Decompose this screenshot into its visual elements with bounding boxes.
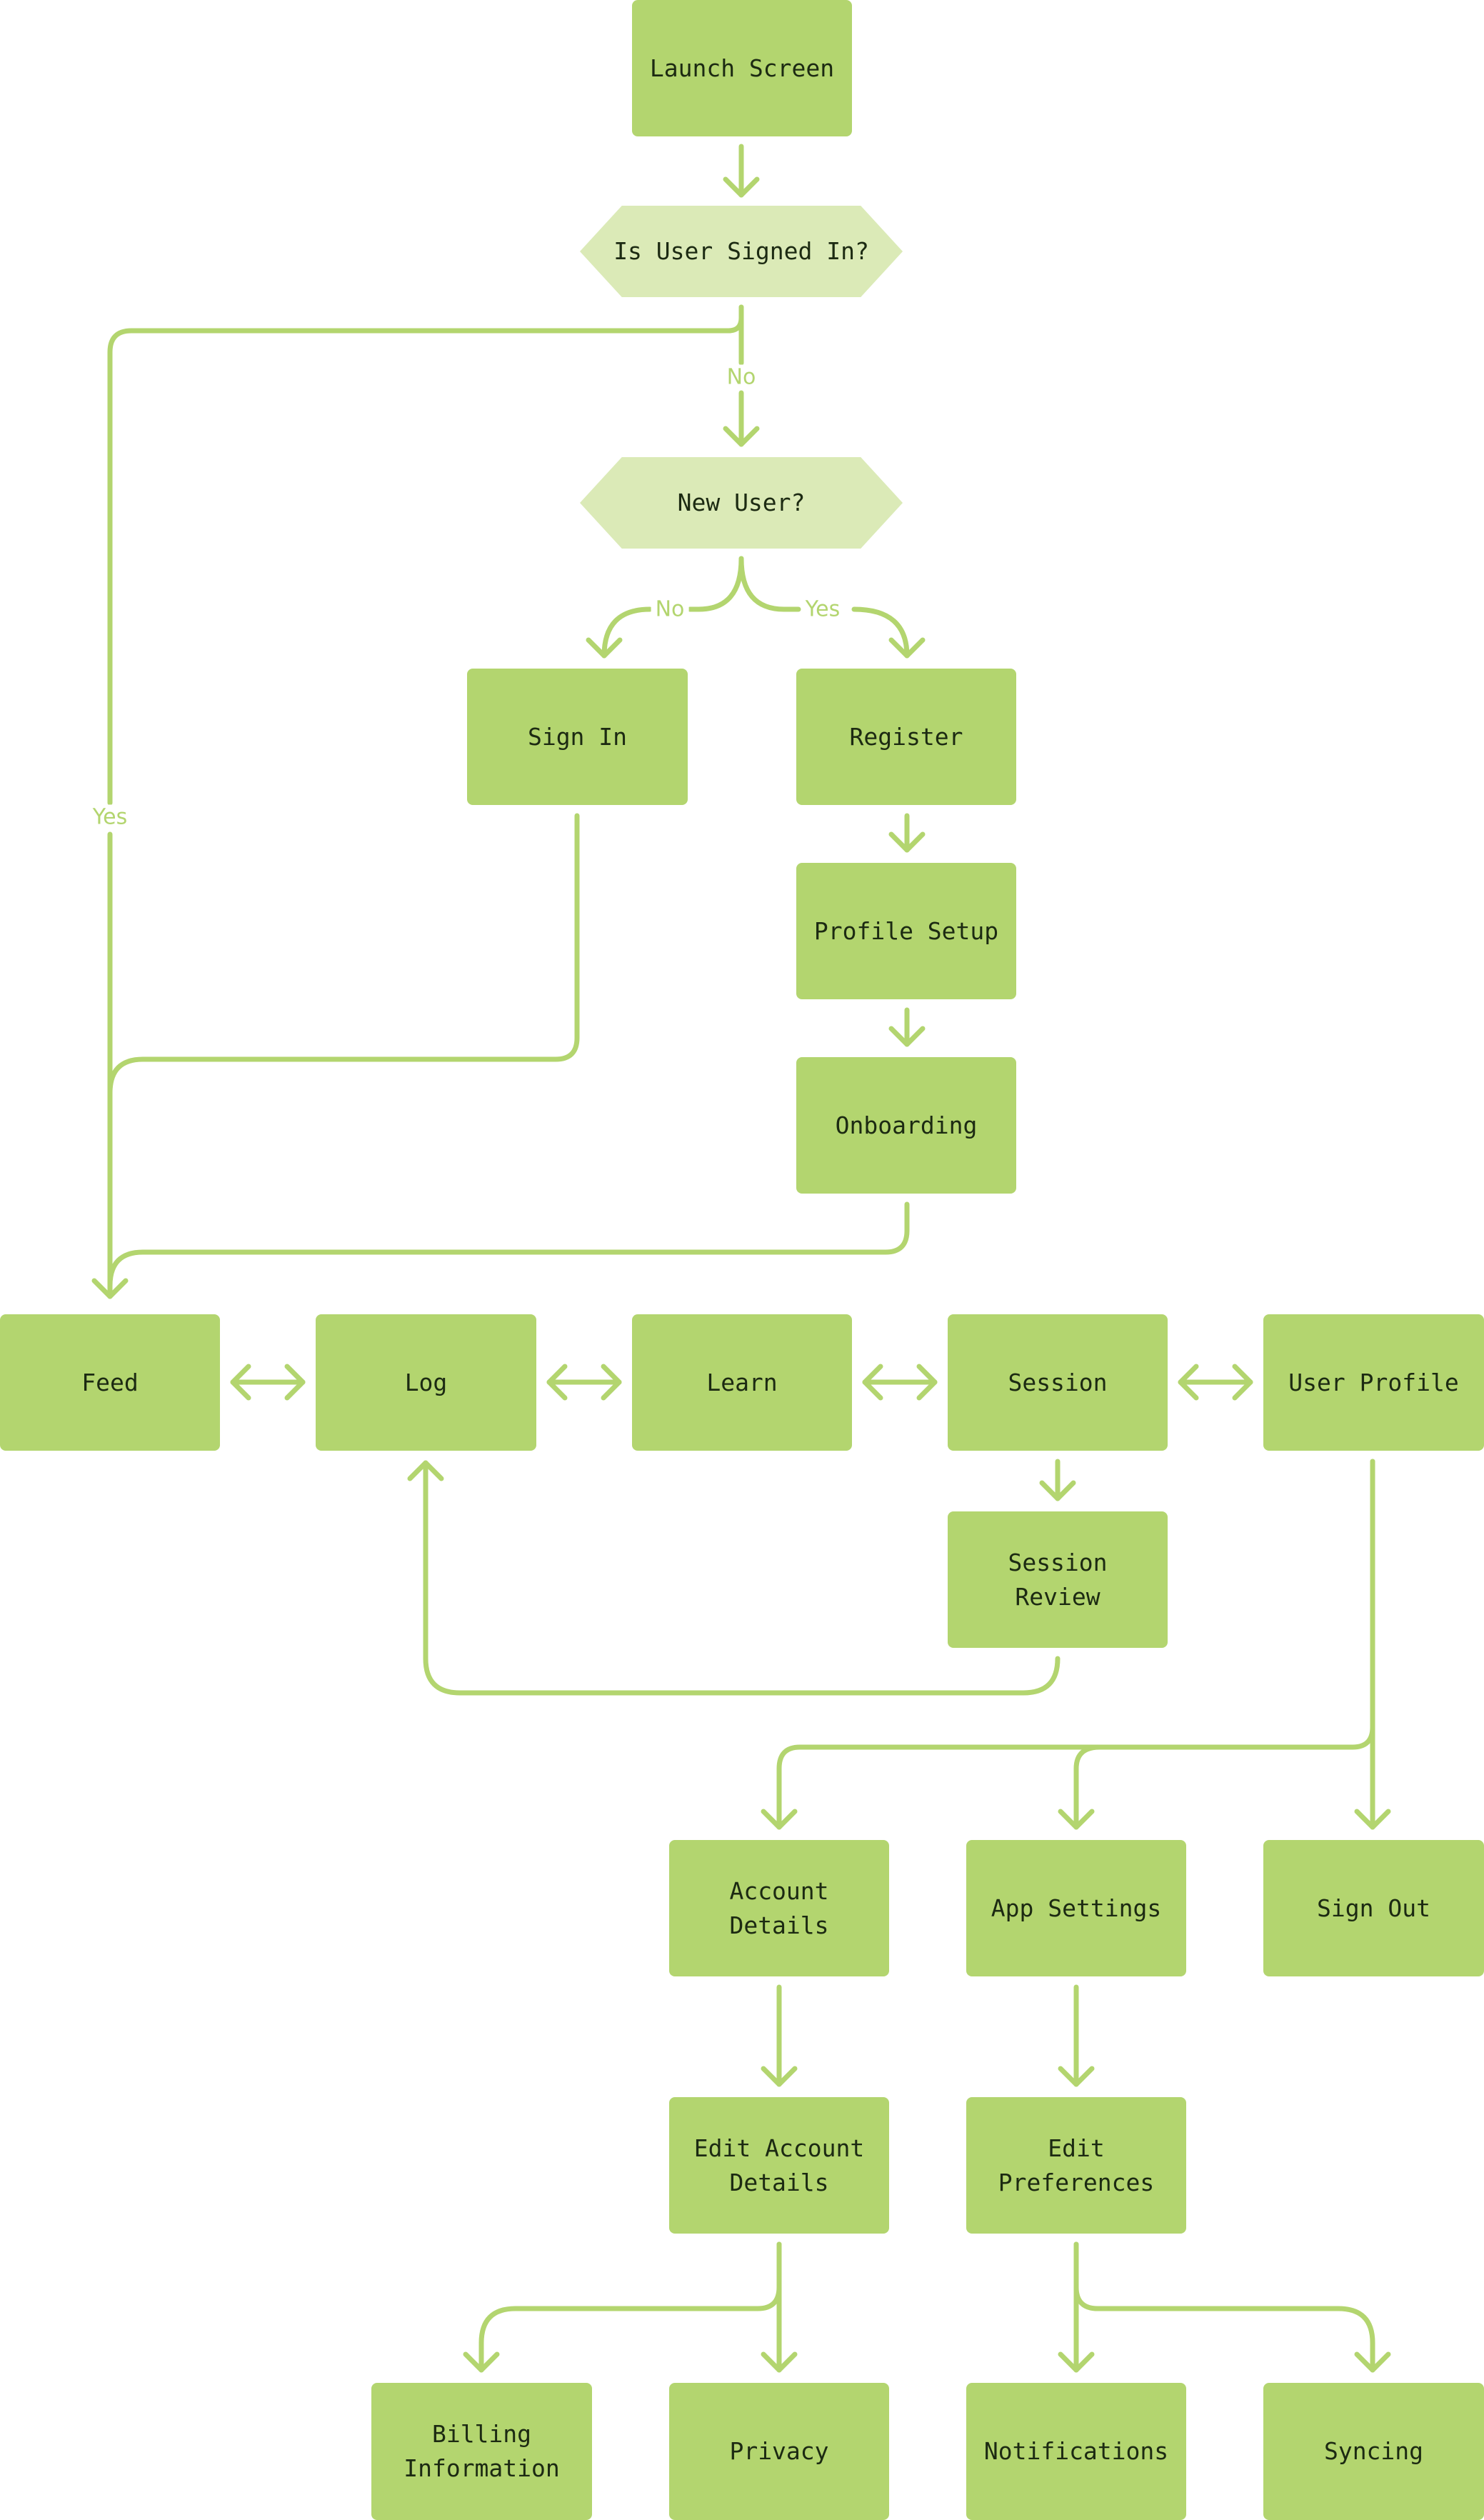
edge-prefs-to-syncing-head bbox=[1354, 2351, 1391, 2373]
decision-new-user[interactable]: New User? bbox=[580, 457, 903, 549]
edge-newuser-no-head bbox=[586, 637, 623, 659]
edge-feed-log-head-right bbox=[284, 1364, 306, 1401]
edge-account-to-edit-head bbox=[761, 2066, 798, 2087]
edge-appsettings-to-prefs-head bbox=[1058, 2066, 1095, 2087]
node-launch-screen[interactable]: Launch Screen bbox=[632, 0, 852, 136]
node-notifications[interactable]: Notifications bbox=[966, 2383, 1186, 2520]
node-privacy[interactable]: Privacy bbox=[669, 2383, 889, 2520]
edge-register-to-profile-head bbox=[888, 831, 926, 853]
edge-newuser-no-b bbox=[601, 606, 653, 659]
node-syncing[interactable]: Syncing bbox=[1263, 2383, 1484, 2520]
edge-profile-to-appsettings-head bbox=[1058, 1809, 1095, 1830]
edge-learn-session-head-right bbox=[916, 1364, 938, 1401]
node-profile-setup[interactable]: Profile Setup bbox=[796, 863, 1016, 999]
edge-editaccount-to-billing-head bbox=[463, 2351, 500, 2373]
edge-profile-to-onboarding-head bbox=[888, 1026, 926, 1047]
edge-signedin-yes-upper bbox=[107, 304, 744, 806]
edge-prefs-to-syncing bbox=[1073, 2241, 1375, 2373]
edge-log-learn-head-left bbox=[546, 1364, 568, 1401]
edge-editaccount-to-privacy-head bbox=[761, 2351, 798, 2373]
node-session[interactable]: Session bbox=[948, 1314, 1168, 1451]
node-billing-information[interactable]: Billing Information bbox=[371, 2383, 592, 2520]
edge-profile-to-appsettings bbox=[1073, 1744, 1103, 1830]
node-onboarding[interactable]: Onboarding bbox=[796, 1057, 1016, 1194]
edge-signin-to-feed bbox=[107, 813, 580, 1096]
edge-newuser-no-a bbox=[687, 556, 744, 612]
edge-newuser-yes-head bbox=[888, 637, 926, 659]
edge-onboarding-to-feed bbox=[107, 1201, 910, 1289]
edge-newuser-yes-a bbox=[738, 556, 801, 612]
node-session-review[interactable]: Session Review bbox=[948, 1511, 1168, 1648]
edge-label-new-user-yes: Yes bbox=[801, 596, 845, 622]
node-register[interactable]: Register bbox=[796, 669, 1016, 805]
edge-session-profile-head-right bbox=[1232, 1364, 1253, 1401]
edge-label-signed-in-no: No bbox=[722, 364, 761, 390]
node-app-settings[interactable]: App Settings bbox=[966, 1840, 1186, 1976]
edge-newuser-yes-b bbox=[851, 606, 910, 659]
node-edit-account-details[interactable]: Edit Account Details bbox=[669, 2097, 889, 2234]
node-user-profile[interactable]: User Profile bbox=[1263, 1314, 1484, 1451]
node-learn[interactable]: Learn bbox=[632, 1314, 852, 1451]
node-log[interactable]: Log bbox=[316, 1314, 536, 1451]
node-sign-out[interactable]: Sign Out bbox=[1263, 1840, 1484, 1976]
edge-profile-to-account bbox=[776, 1459, 1375, 1830]
edge-log-learn-head-right bbox=[601, 1364, 622, 1401]
edge-profile-to-signout-head bbox=[1354, 1809, 1391, 1830]
edge-session-profile-head-left bbox=[1178, 1364, 1199, 1401]
decision-is-user-signed-in[interactable]: Is User Signed In? bbox=[580, 206, 903, 297]
node-edit-preferences[interactable]: Edit Preferences bbox=[966, 2097, 1186, 2234]
edge-feed-log-head-left bbox=[230, 1364, 251, 1401]
edge-label-new-user-no: No bbox=[651, 596, 689, 622]
edge-review-to-log-head bbox=[407, 1460, 444, 1481]
node-sign-in[interactable]: Sign In bbox=[467, 669, 688, 805]
edge-editaccount-to-billing bbox=[478, 2241, 782, 2373]
edge-review-to-log bbox=[423, 1460, 1061, 1696]
node-feed[interactable]: Feed bbox=[0, 1314, 220, 1451]
edge-profile-to-account-head bbox=[761, 1809, 798, 1830]
edge-launch-to-signedin-head bbox=[723, 176, 760, 198]
edge-prefs-to-notifications-head bbox=[1058, 2351, 1095, 2373]
node-account-details[interactable]: Account Details bbox=[669, 1840, 889, 1976]
edge-yes-to-feed-head bbox=[91, 1278, 129, 1299]
edge-session-to-review-head bbox=[1039, 1480, 1076, 1501]
edge-signedin-no-to-newuser-head bbox=[723, 426, 760, 447]
edge-label-signed-in-yes: Yes bbox=[88, 804, 132, 830]
edge-learn-session-head-left bbox=[862, 1364, 883, 1401]
